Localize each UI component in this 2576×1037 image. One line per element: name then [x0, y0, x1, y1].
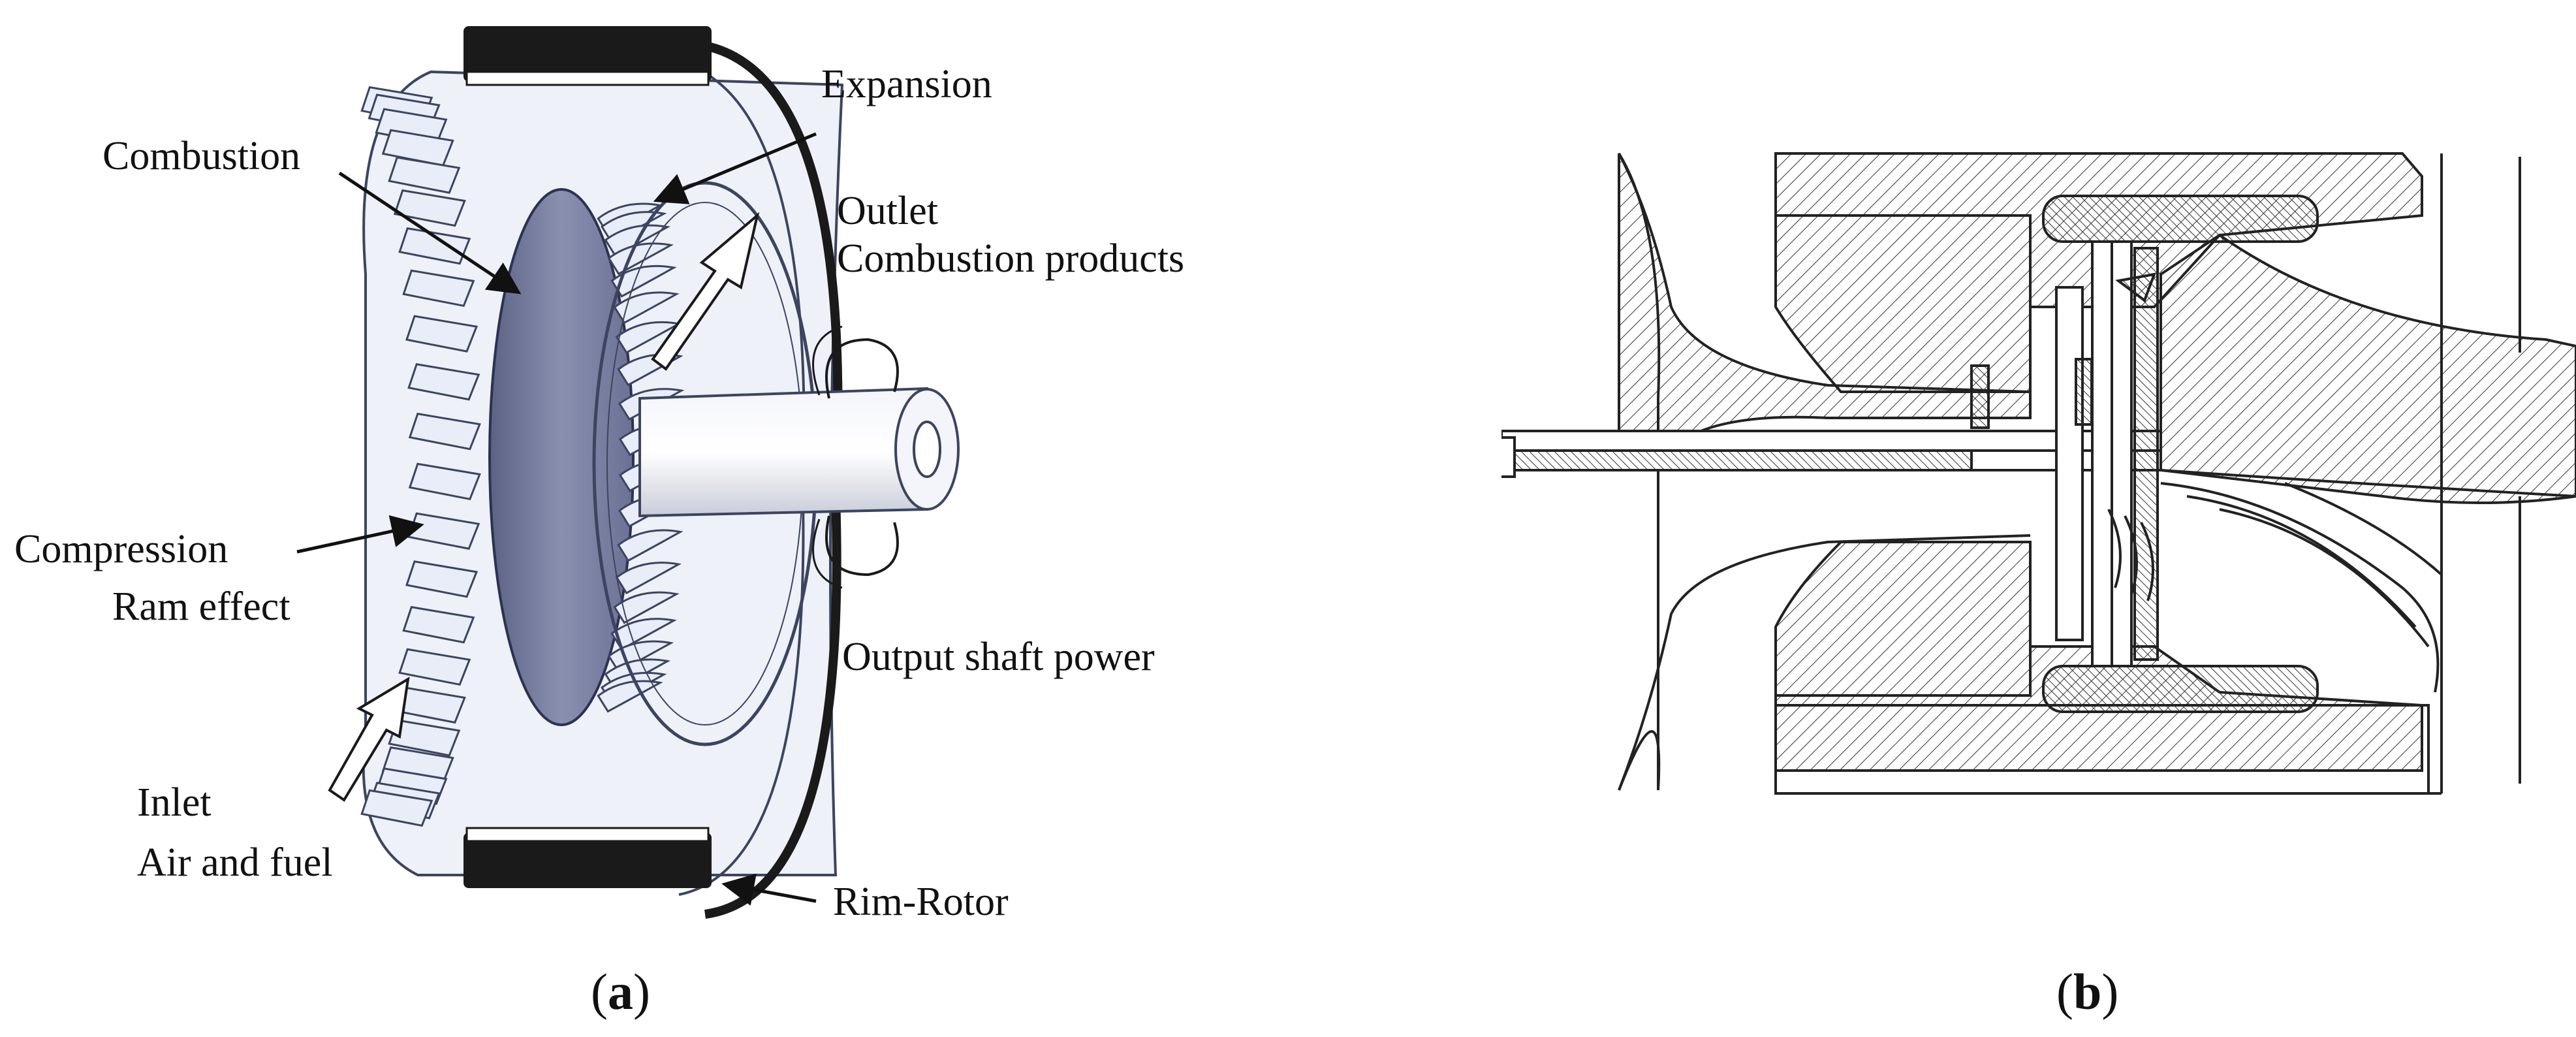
label-rim-rotor: Rim-Rotor — [833, 880, 1009, 924]
panel-a-rim-rotor-rotary-ramjet-diagram: Expansion Combustion Outlet Combustion p… — [0, 0, 1273, 1037]
expansion-blade — [597, 680, 663, 713]
expansion-blade — [617, 529, 683, 562]
compression-blade — [402, 269, 475, 308]
label-air-and-fuel: Air and fuel — [137, 840, 333, 885]
inlet-bellmouth — [1618, 153, 2032, 458]
compression-blade — [388, 156, 461, 194]
compression-blade — [398, 648, 471, 686]
compression-blade — [393, 189, 466, 227]
rotor-rim-bottom — [2042, 665, 2319, 713]
compression-blade — [408, 412, 481, 451]
compression-blade — [405, 560, 479, 598]
front-housing — [1774, 214, 2032, 393]
caption-a: (a) — [591, 963, 650, 1020]
label-output-shaft-power: Output shaft power — [842, 635, 1155, 679]
rim-top-band — [463, 26, 712, 82]
panel-b-cross-section-drawing: (b) — [1501, 0, 2576, 1037]
compression-blade — [407, 363, 480, 401]
label-combustion-products: Combustion products — [837, 236, 1185, 281]
expansion-blade — [610, 264, 677, 298]
combustion-disc — [488, 188, 635, 726]
label-combustion: Combustion — [102, 134, 301, 178]
compression-blades — [360, 86, 481, 827]
leader-arrows — [296, 132, 817, 906]
label-outlet: Outlet — [837, 189, 938, 233]
compression-blade — [360, 789, 433, 827]
output-shaft — [638, 325, 960, 589]
inlet-flow-arrow — [328, 677, 410, 802]
label-expansion: Expansion — [821, 62, 992, 106]
panel-a-illustration — [296, 26, 960, 919]
compression-blade — [388, 719, 461, 757]
compression-blade — [405, 315, 479, 353]
rotor-rim-top — [2042, 195, 2319, 243]
outlet-flow-arrow — [651, 212, 760, 371]
label-inlet: Inlet — [137, 780, 212, 825]
label-compression: Compression — [14, 527, 228, 571]
expansion-blade — [613, 591, 680, 624]
rim-bottom-band — [463, 833, 712, 888]
compression-blade — [408, 462, 481, 501]
panel-b-technical-drawing — [1501, 152, 2576, 795]
compression-blade — [402, 605, 475, 644]
label-ram-effect: Ram effect — [112, 584, 291, 629]
caption-b: (b) — [2056, 963, 2119, 1020]
expansion-blade — [615, 562, 682, 595]
expansion-blade — [613, 291, 680, 325]
exhaust-cone — [2160, 233, 2576, 504]
compression-blade — [398, 227, 471, 265]
